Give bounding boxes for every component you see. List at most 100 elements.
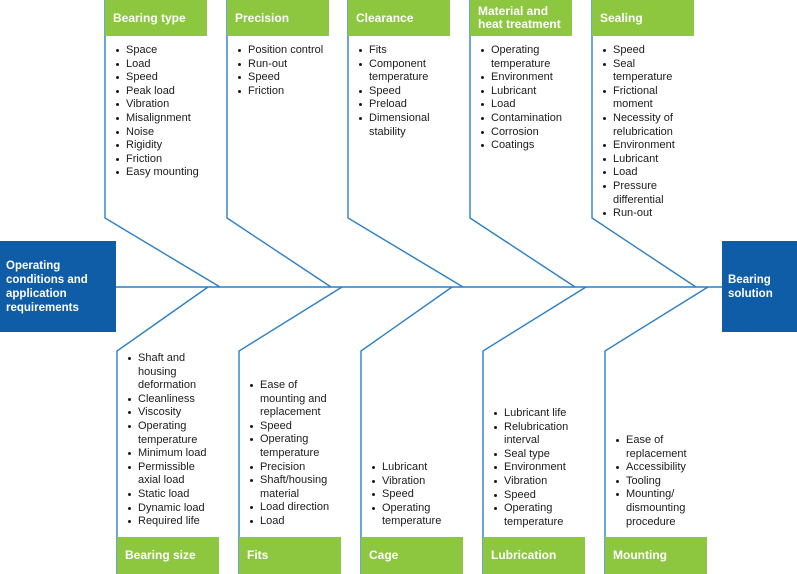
list-item: Necessity of relubrication xyxy=(603,112,687,139)
bone-lubrication xyxy=(482,286,587,574)
header-bearing-size: Bearing size xyxy=(117,537,219,574)
bone-mounting xyxy=(604,286,709,574)
list-item: Static load xyxy=(128,488,220,502)
bone-bearing-size xyxy=(116,286,209,574)
list-item: Lubricant xyxy=(481,85,581,99)
list-item: Mounting/ dismounting procedure xyxy=(616,488,702,529)
list-item: Dimensional stability xyxy=(359,112,447,139)
header-label: Mounting xyxy=(613,548,667,562)
list-item: Tooling xyxy=(616,475,704,489)
list-precision: Position control Run-out Speed Friction xyxy=(238,44,343,98)
list-item: Preload xyxy=(359,98,447,112)
list-item: Peak load xyxy=(116,85,214,99)
bearing-solution-label: Bearing solution xyxy=(728,273,773,300)
list-item: Operating temperature xyxy=(128,420,220,447)
list-item: Shaft and housing deformation xyxy=(128,352,208,393)
list-item: Load xyxy=(250,515,338,529)
header-label: Precision xyxy=(235,10,290,25)
list-item: Easy mounting xyxy=(116,166,214,180)
list-item: Environment xyxy=(481,71,581,85)
list-bearing-type: Space Load Speed Peak load Vibration Mis… xyxy=(116,44,214,180)
list-item: Operating temperature xyxy=(372,502,462,529)
list-item: Required life xyxy=(128,515,220,529)
list-item: Lubricant xyxy=(603,153,687,167)
list-item: Friction xyxy=(238,85,343,99)
header-label: Clearance xyxy=(356,10,414,25)
header-clearance: Clearance xyxy=(348,0,450,36)
list-material-heat-treatment: Operating temperature Environment Lubric… xyxy=(481,44,581,153)
list-item: Speed xyxy=(238,71,343,85)
list-item: Position control xyxy=(238,44,343,58)
header-precision: Precision xyxy=(227,0,329,36)
list-bearing-size: Shaft and housing deformation Cleanlines… xyxy=(128,352,220,529)
list-item: Environment xyxy=(494,461,584,475)
bone-clearance xyxy=(347,0,464,288)
list-item: Friction xyxy=(116,153,214,167)
list-item: Seal temperature xyxy=(603,58,679,85)
list-item: Vibration xyxy=(372,475,462,489)
header-mounting: Mounting xyxy=(605,537,707,574)
bone-cage xyxy=(360,286,453,574)
header-label: Cage xyxy=(369,548,399,562)
list-item: Contamination xyxy=(481,112,581,126)
list-item: Vibration xyxy=(116,98,214,112)
header-bearing-type: Bearing type xyxy=(105,0,207,36)
list-item: Run-out xyxy=(238,58,343,72)
list-cage: Lubricant Vibration Speed Operating temp… xyxy=(372,461,462,529)
list-item: Noise xyxy=(116,126,214,140)
list-item: Run-out xyxy=(603,207,687,221)
list-item: Permissible axial load xyxy=(128,461,208,488)
list-item: Speed xyxy=(494,489,584,503)
list-item: Frictional moment xyxy=(603,85,675,112)
list-item: Load direction xyxy=(250,501,338,515)
list-item: Operating temperature xyxy=(250,433,338,460)
header-label: Fits xyxy=(247,548,269,562)
list-item: Speed xyxy=(116,71,214,85)
list-item: Speed xyxy=(359,85,447,99)
header-label: Bearing type xyxy=(113,10,186,25)
list-item: Rigidity xyxy=(116,139,214,153)
header-label: Bearing size xyxy=(125,548,196,562)
header-cage: Cage xyxy=(361,537,463,574)
list-lubrication: Lubricant life Relubrication interval Se… xyxy=(494,407,584,529)
bone-material xyxy=(469,0,576,288)
list-item: Component temperature xyxy=(359,58,447,85)
list-sealing: Speed Seal temperature Frictional moment… xyxy=(603,44,687,221)
list-item: Coatings xyxy=(481,139,581,153)
bone-sealing xyxy=(591,0,697,288)
header-fits: Fits xyxy=(239,537,341,574)
bearing-solution-box: Bearing solution xyxy=(722,241,797,332)
list-item: Corrosion xyxy=(481,126,581,140)
header-material-heat-treatment: Material and heat treatment xyxy=(470,0,572,36)
list-item: Ease of replacement xyxy=(616,434,702,461)
list-item: Load xyxy=(116,58,214,72)
list-item: Lubricant xyxy=(372,461,462,475)
list-item: Ease of mounting and replacement xyxy=(250,379,344,420)
list-item: Load xyxy=(481,98,581,112)
list-item: Environment xyxy=(603,139,687,153)
list-item: Speed xyxy=(603,44,687,58)
list-item: Seal type xyxy=(494,448,584,462)
list-mounting: Ease of replacement Accessibility Toolin… xyxy=(616,434,704,529)
bone-fits xyxy=(238,286,343,574)
list-item: Pressure differential xyxy=(603,180,675,207)
header-sealing: Sealing xyxy=(592,0,694,36)
operating-conditions-box: Operating conditions and application req… xyxy=(0,241,116,332)
list-fits: Ease of mounting and replacement Speed O… xyxy=(250,379,338,529)
list-item: Speed xyxy=(250,420,338,434)
list-item: Shaft/housing material xyxy=(250,474,338,501)
list-item: Space xyxy=(116,44,214,58)
bone-precision xyxy=(226,0,332,288)
list-item: Cleanliness xyxy=(128,393,220,407)
list-item: Precision xyxy=(250,461,338,475)
list-item: Relubrication interval xyxy=(494,421,584,448)
list-item: Viscosity xyxy=(128,406,220,420)
bone-bearing-type xyxy=(104,0,221,288)
header-label: Lubrication xyxy=(491,548,557,562)
header-label: Sealing xyxy=(600,10,643,25)
list-item: Vibration xyxy=(494,475,584,489)
list-item: Operating temperature xyxy=(481,44,557,71)
list-item: Speed xyxy=(372,488,462,502)
